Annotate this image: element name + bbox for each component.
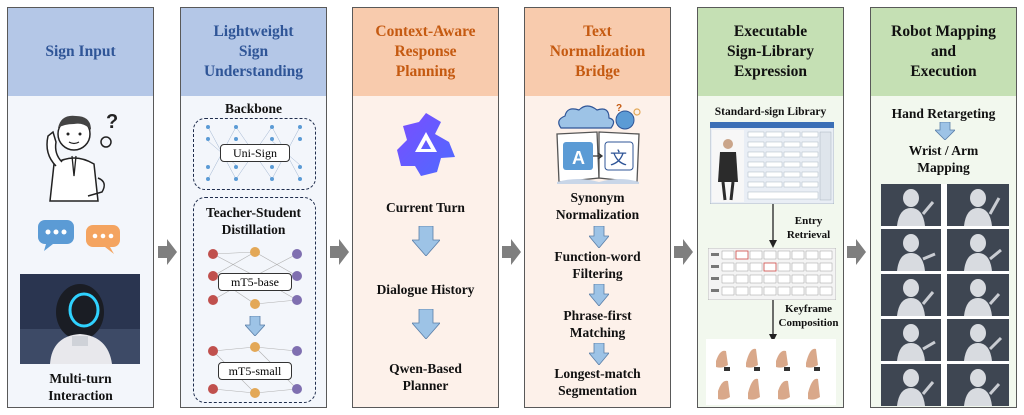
stage-body: Current Turn Dialogue History Qwen-Based… [353,96,498,407]
backbone-label: Backbone [224,101,282,116]
stage-title: Robot Mapping and Execution [891,23,996,80]
robot-execution-frames [881,184,1009,406]
backbone-box: Uni-Sign [193,118,316,190]
down-arrow [245,316,265,336]
humanoid-robot-photo [20,274,140,364]
sign-library-software-screenshot [710,122,834,204]
stage-body: Hand Retargeting Wrist / Arm Mapping [871,96,1016,407]
stage-header: Executable Sign-Library Expression [698,8,843,97]
keyframe-hand-images [706,339,836,405]
stage-header: Text Normalization Bridge [525,8,670,97]
stage-title: Lightweight Sign Understanding [203,23,304,80]
multi-turn-label: Multi-turn Interaction [48,371,113,403]
uni-sign-model-box: Uni-Sign [220,144,290,162]
flow-arrow [674,239,693,265]
svg-text:?: ? [616,103,622,114]
stage-header: Context-Aware Response Planning [353,8,498,97]
stage-body: ? A 文 Synonym Normalization Function-wor… [525,96,670,407]
down-arrow [589,343,609,365]
stage-title: Sign Input [45,43,116,60]
stage-body: Standard-sign Library Entry Ret [698,96,843,407]
current-turn-label: Current Turn [386,200,465,215]
longest-match-label: Longest-match Segmentation [554,366,641,398]
down-arrow [412,226,440,256]
phrase-first-label: Phrase-first Matching [563,308,632,340]
stage-title: Executable Sign-Library Expression [727,23,814,80]
stage-robot-execution: Robot Mapping and Execution Hand Retarge… [870,7,1017,408]
stage-title: Context-Aware Response Planning [375,23,476,80]
dialogue-history-label: Dialogue History [376,282,475,297]
stage-body: Backbone Uni-Sign Teacher-Student Dis [181,96,326,407]
teacher-model-box: mT5-base [218,273,292,291]
stage-title: Text Normalization Bridge [549,23,646,80]
stage-header: Lightweight Sign Understanding [181,8,326,97]
flow-arrow [158,239,177,265]
chat-bubble-icon [38,220,74,251]
down-arrow [935,122,955,140]
library-label: Standard-sign Library [714,106,827,118]
composition-arrow [769,300,777,342]
entry-retrieval-label: Entry Retrieval [786,215,831,241]
signing-person-illustration: ? [46,111,118,202]
stage-body: ? Multi-turn Interaction [8,96,153,407]
hand-retargeting-label: Hand Retargeting [891,106,996,121]
stage-header: Sign Input [8,8,153,97]
synonym-label: Synonym Normalization [555,190,640,222]
wrist-arm-label: Wrist / Arm Mapping [908,143,979,175]
down-arrow [589,284,609,306]
flow-arrow [330,239,349,265]
flow-arrow [502,239,521,265]
distillation-label: Teacher-Student Distillation [205,205,301,237]
chat-bubble-icon [86,225,120,254]
planner-label: Qwen-Based Planner [389,361,462,393]
down-arrow [412,309,440,339]
down-arrow [589,226,609,248]
stage-text-normalization: Text Normalization Bridge ? A 文 Synonym … [524,7,671,408]
retrieval-arrow [769,204,777,248]
keyframe-composition-label: Keyframe Composition [778,303,839,329]
book-left-glyph: A [572,148,585,168]
stage-sign-understanding: Lightweight Sign Understanding Backbone … [180,7,327,408]
stage-sign-library: Executable Sign-Library Expression Stand… [697,7,844,408]
stage-sign-input: Sign Input ? [7,7,154,408]
qwen-logo-icon [397,113,455,176]
translation-book-icon: ? A 文 [556,103,641,184]
flow-arrow [847,239,866,265]
stage-header: Robot Mapping and Execution [871,8,1016,97]
student-model-box: mT5-small [218,362,292,380]
student-network-graphic [208,342,302,398]
distillation-box [193,197,316,403]
book-right-glyph: 文 [610,149,627,169]
stage-response-planning: Context-Aware Response Planning Current … [352,7,499,408]
sign-entry-grid [708,248,836,300]
function-word-label: Function-word Filtering [554,249,641,281]
svg-text:?: ? [106,111,118,133]
